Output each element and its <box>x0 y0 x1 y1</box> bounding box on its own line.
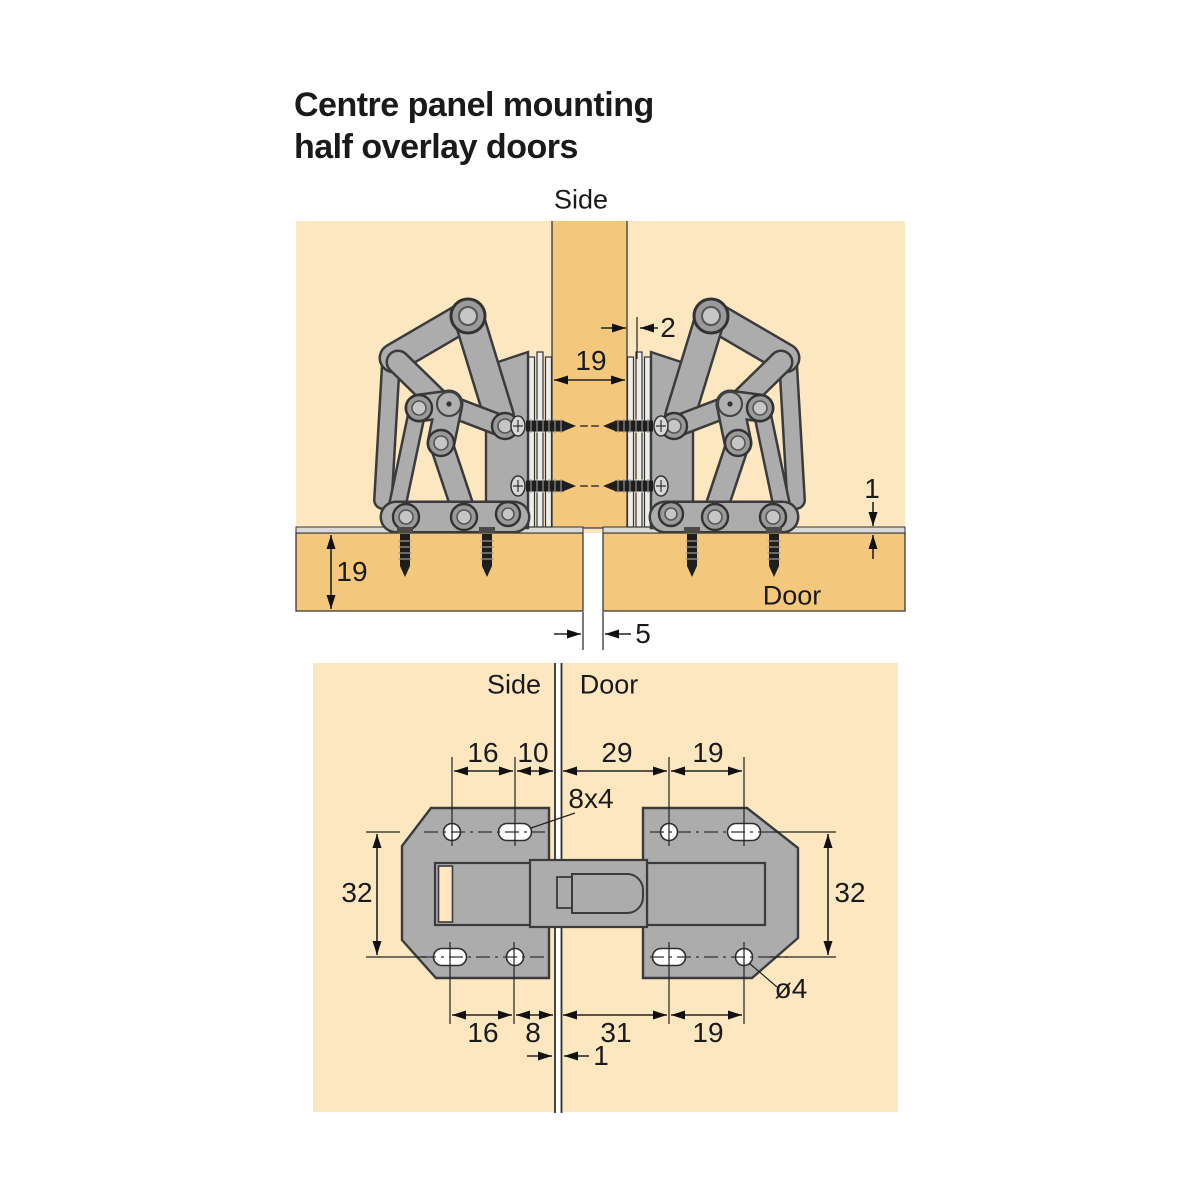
screw-head <box>479 527 495 533</box>
panel-screws <box>510 415 599 497</box>
bottom-side-label: Side <box>486 669 542 700</box>
dim-label-bottom-19: 19 <box>692 1017 724 1048</box>
door-left <box>295 532 584 612</box>
dim-label-door-gap: 5 <box>635 618 651 649</box>
page-title: Centre panel mounting half overlay doors <box>294 84 654 168</box>
top-side-label: Side <box>553 184 609 215</box>
centre-gap-label: 1 <box>593 1040 609 1071</box>
dim-plate-edge-offset <box>601 317 658 359</box>
title-line-2: half overlay doors <box>294 128 578 166</box>
hinge-cross-section <box>373 297 599 577</box>
dim-label-plate-edge: 2 <box>660 312 676 343</box>
dim-label-top-29: 29 <box>601 737 633 768</box>
hinge-arm-assembly <box>433 858 767 929</box>
bottom-diagram <box>313 663 898 1113</box>
dim-label-panel-thickness: 19 <box>575 345 607 376</box>
centre-panel <box>551 221 628 529</box>
dim-label-top-16: 16 <box>467 737 499 768</box>
slot-leader-line <box>530 812 576 829</box>
extension-lines <box>366 757 836 1024</box>
dim-label-top-19: 19 <box>692 737 724 768</box>
title-line-1: Centre panel mounting <box>294 86 654 124</box>
arm-slot-cutout <box>437 865 454 923</box>
dim-label-bottom-16: 16 <box>467 1017 499 1048</box>
hinge-cup <box>571 873 644 914</box>
bottom-door-label: Door <box>579 669 639 700</box>
dim-label-plate-thickness: 1 <box>864 473 880 504</box>
dim-label-bottom-31: 31 <box>600 1017 632 1048</box>
dim-door-gap <box>554 612 631 650</box>
top-door-label: Door <box>762 580 822 611</box>
hole-axis-lines <box>422 831 788 958</box>
hole-diameter-label: ø4 <box>774 973 808 1004</box>
top-diagram <box>295 221 906 650</box>
height-label-left: 32 <box>341 877 373 908</box>
height-label-right: 32 <box>834 877 866 908</box>
dim-label-door-thickness: 19 <box>336 556 368 587</box>
slot-size-label: 8x4 <box>568 783 614 814</box>
screw-head <box>397 527 413 533</box>
dim-label-top-10: 10 <box>517 737 549 768</box>
hole-leader-line <box>748 962 778 988</box>
door-right <box>602 532 906 612</box>
dim-label-bottom-8: 8 <box>525 1017 541 1048</box>
door-screws <box>398 534 494 577</box>
